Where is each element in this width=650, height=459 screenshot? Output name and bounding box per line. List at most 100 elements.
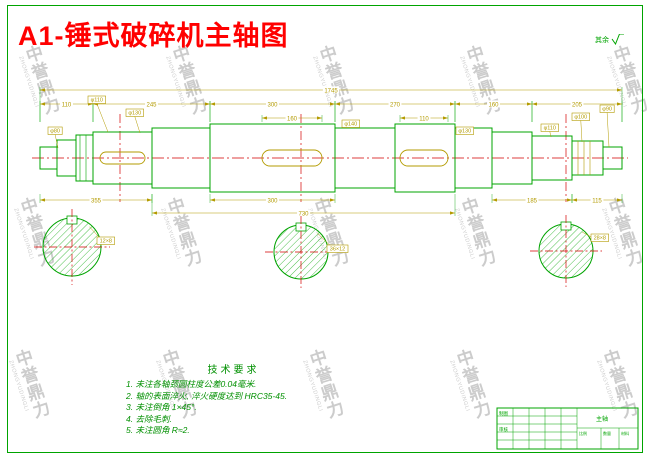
title-block-label: 数量 — [603, 430, 611, 436]
dim-label-bg — [487, 100, 500, 108]
dimension-label: 110 — [419, 116, 429, 122]
dim-arrow — [617, 198, 622, 202]
tech-requirement-item: 1. 未注各轴颈圆柱度公差0.04毫米. — [126, 379, 257, 389]
callout-label: φ110 — [91, 98, 103, 104]
callout-box — [599, 104, 615, 113]
callout-box — [96, 236, 115, 245]
dimension-label: 270 — [390, 102, 401, 108]
dimension-label: 730 — [298, 211, 309, 217]
callout-box — [87, 95, 106, 104]
dim-arrow — [492, 198, 497, 202]
shaft-segment — [602, 146, 623, 170]
dim-arrow — [567, 198, 572, 202]
callout-box — [326, 244, 349, 253]
dim-arrow — [40, 102, 45, 106]
callout-label: φ80 — [50, 129, 60, 135]
dimension-label: 185 — [527, 198, 538, 204]
technical-requirements: 技术要求 1. 未注各轴颈圆柱度公差0.04毫米. 2. 轴的表面淬火, 淬火硬… — [126, 361, 341, 437]
dim-label-bg — [322, 86, 340, 94]
dim-label-bg — [525, 196, 539, 204]
dim-arrow — [400, 116, 405, 120]
callout-box — [540, 123, 559, 132]
callout-label: φ90 — [602, 107, 612, 113]
dim-arrow — [317, 116, 322, 120]
title-block — [496, 407, 639, 450]
dim-arrow — [262, 116, 267, 120]
keyway-slot — [399, 149, 449, 167]
dim-label-bg — [297, 209, 310, 217]
dim-label-bg — [60, 100, 73, 108]
tech-requirements-heading: 技术要求 — [207, 365, 260, 376]
tech-requirement-item: 3. 未注倒角 1×45°. — [126, 402, 197, 413]
dim-arrow — [40, 88, 45, 92]
dim-label-bg — [388, 100, 402, 108]
dim-label-bg — [570, 100, 584, 108]
dimension-label: 110 — [62, 102, 72, 108]
dim-arrow — [572, 198, 577, 202]
dim-arrow — [527, 102, 532, 106]
callout-label: φ130 — [128, 111, 141, 117]
leader-line — [606, 112, 610, 148]
title-block-label: 材料 — [621, 430, 629, 436]
dimension-label: 115 — [592, 198, 602, 204]
dim-label-bg — [417, 114, 431, 122]
dim-arrow — [443, 116, 448, 120]
callout-box — [341, 119, 360, 128]
dimension-label: 160 — [287, 116, 298, 122]
callout-label: 12×8 — [100, 239, 112, 245]
dimension-label: 355 — [91, 198, 102, 204]
dim-label-bg — [145, 100, 158, 108]
dim-arrow — [450, 102, 455, 106]
dim-label-bg — [89, 196, 103, 204]
surface-roughness-note: 其余 — [595, 34, 624, 45]
dim-arrow — [152, 211, 157, 215]
tech-requirement-item: 4. 去除毛刺. — [126, 413, 172, 424]
dimension-label: 300 — [267, 198, 278, 204]
dim-arrow — [330, 102, 335, 106]
callout-label: φ100 — [574, 115, 587, 121]
dim-arrow — [330, 198, 335, 202]
tech-requirement-item: 2. 轴的表面淬火, 淬火硬度达到 HRC35-45. — [126, 390, 288, 401]
title-block-label: 比例 — [579, 430, 587, 436]
dim-arrow — [210, 198, 215, 202]
dim-arrow — [147, 198, 152, 202]
dimension-label: 160 — [488, 102, 499, 108]
dim-arrow — [455, 102, 460, 106]
dim-label-bg — [266, 196, 279, 204]
dim-label-bg — [285, 114, 299, 122]
title-block-label: 审核 — [499, 426, 508, 433]
dim-arrow — [40, 198, 45, 202]
callout-box — [47, 126, 63, 135]
title-block-label: 主轴 — [596, 415, 608, 423]
dim-arrow — [450, 211, 455, 215]
callout-box — [571, 112, 590, 121]
callout-label: φ110 — [544, 126, 556, 132]
callout-label: φ140 — [344, 122, 357, 128]
dimension-label: 245 — [146, 102, 157, 108]
dim-arrow — [210, 102, 215, 106]
callout-label: 36×12 — [330, 247, 345, 253]
leader-line — [580, 120, 583, 143]
dimension-label: 205 — [572, 102, 583, 108]
dim-arrow — [532, 102, 537, 106]
leader-line — [54, 134, 59, 149]
surface-note-text: 其余 — [595, 36, 609, 44]
keyway-slot — [261, 149, 323, 167]
keyway-slot — [99, 151, 146, 165]
callout-box — [125, 108, 144, 117]
leader-line — [134, 116, 141, 134]
leader-line — [96, 103, 109, 133]
dim-arrow — [335, 102, 340, 106]
dim-arrow — [205, 102, 210, 106]
callout-box — [455, 126, 474, 135]
title-block-label: 制图 — [499, 410, 508, 417]
dimension-label: 300 — [267, 102, 278, 108]
dim-label-bg — [266, 100, 279, 108]
roughness-icon — [611, 34, 624, 45]
dimension-label: 1745 — [324, 88, 338, 94]
dim-label-bg — [590, 196, 604, 204]
callout-label: 28×8 — [594, 236, 606, 242]
tech-requirement-item: 5. 未注圆角 R≈2. — [126, 425, 190, 436]
leader-line — [549, 131, 552, 138]
